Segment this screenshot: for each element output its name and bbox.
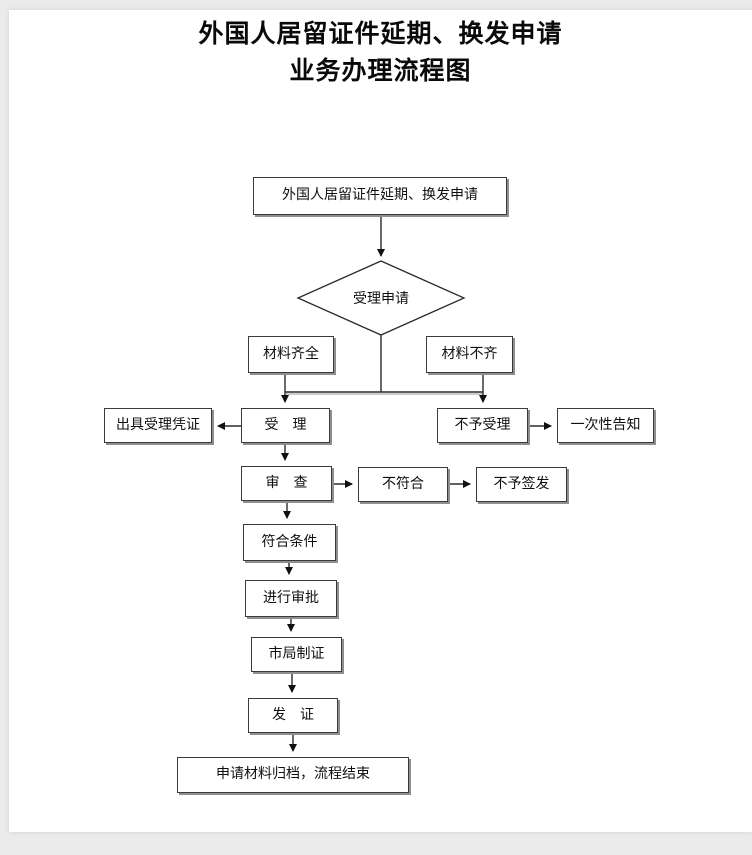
node-approval: 进行审批	[245, 580, 337, 617]
node-one-time-notice: 一次性告知	[557, 408, 654, 443]
page-title-line1: 外国人居留证件延期、换发申请	[198, 21, 563, 48]
node-start: 外国人居留证件延期、换发申请	[253, 177, 507, 215]
node-issue-certificate: 发 证	[248, 698, 338, 733]
node-no-issuance: 不予签发	[476, 467, 567, 502]
node-materials-complete: 材料齐全	[248, 336, 334, 373]
node-conform: 符合条件	[243, 524, 336, 561]
node-reject: 不予受理	[437, 408, 528, 443]
page-title-line2: 业务办理流程图	[289, 58, 472, 85]
node-accept: 受 理	[241, 408, 330, 443]
node-city-bureau-production: 市局制证	[251, 637, 342, 672]
node-issue-receipt: 出具受理凭证	[104, 408, 212, 443]
node-not-conform: 不符合	[358, 467, 448, 502]
node-materials-incomplete: 材料不齐	[426, 336, 513, 373]
node-end: 申请材料归档，流程结束	[177, 757, 409, 793]
node-review: 审 查	[241, 466, 332, 501]
page-title: 外国人居留证件延期、换发申请 业务办理流程图	[9, 16, 752, 90]
node-decision: 受理申请	[353, 292, 409, 307]
